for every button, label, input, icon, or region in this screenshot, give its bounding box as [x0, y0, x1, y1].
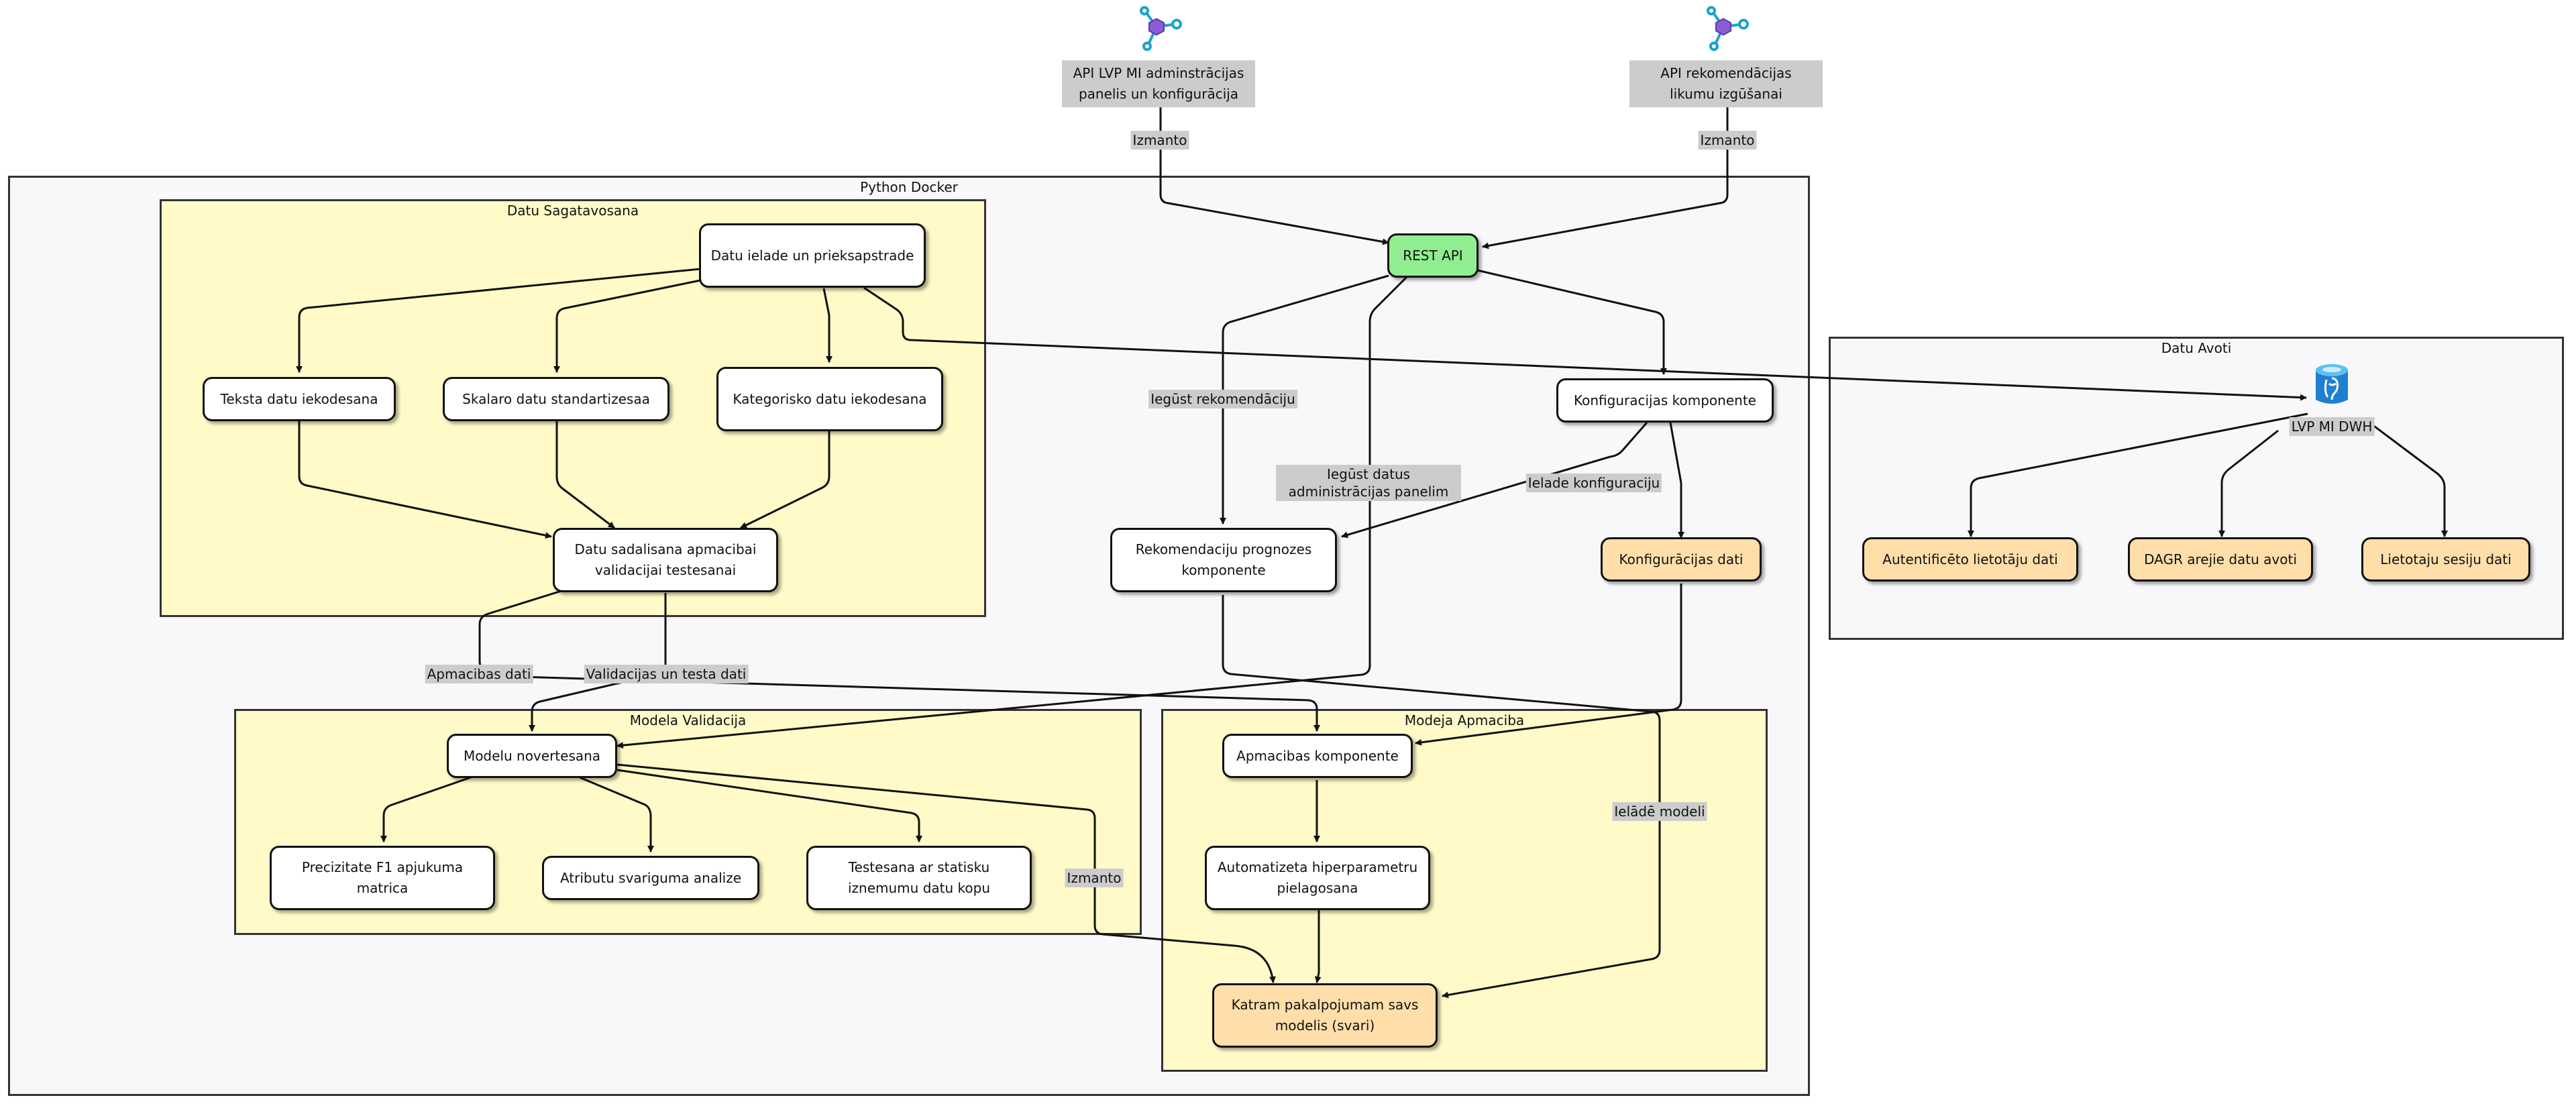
atributu-node[interactable]: Atributu svariguma analize: [542, 856, 759, 900]
kategorisko-node[interactable]: Kategorisko datu iekodesana: [716, 367, 943, 431]
edge-label-apmacibas-dati: Apmacibas dati: [425, 665, 533, 683]
edge-konf-dati-to-apmacibas: [1415, 584, 1682, 746]
edge-konfiguracijas-to-dati: [1669, 422, 1684, 539]
apmacibas-komponente-node[interactable]: Apmacibas komponente: [1222, 734, 1413, 778]
cluster-datu-avoti: Datu Avoti: [1829, 337, 2564, 640]
postgresql-database-icon[interactable]: [2312, 362, 2352, 408]
api-hub-icon: [1134, 5, 1182, 54]
dwh-label: LVP MI DWH: [2289, 417, 2375, 436]
edge-rest-to-rekomendaciju: [1220, 274, 1389, 524]
edge-admin-api-to-rest: [1159, 107, 1389, 245]
edge-label-igust-admin: Iegūst datus administrācijas panelim: [1276, 465, 1461, 501]
edge-label-ielade-modeli: Ielādē modeli: [1612, 802, 1707, 821]
sadalisana-node[interactable]: Datu sadalisana apmacibai validacijai te…: [553, 528, 778, 592]
sesiju-node[interactable]: Lietotaju sesiju dati: [2361, 537, 2530, 582]
edge-modelu-to-katram: [616, 763, 1276, 983]
edge-teksta-to-sadalisana: [298, 421, 552, 539]
edge-automatizeta-to-katram: [1314, 910, 1322, 983]
edge-dwh-to-dagr: [2218, 429, 2279, 537]
edge-skalaro-to-sadalisana: [555, 421, 615, 529]
rekomendaciju-node[interactable]: Rekomendaciju prognozes komponente: [1110, 528, 1337, 592]
skalaro-node[interactable]: Skalaro datu standartizesaa: [443, 377, 669, 421]
edge-label-igust-rekomendaciju: Iegūst rekomendāciju: [1148, 390, 1297, 408]
rest-api-node[interactable]: REST API: [1387, 233, 1479, 278]
edge-label-izmanto: Izmanto: [1065, 869, 1124, 887]
edge-modelu-to-testesana: [616, 769, 922, 842]
edge-label-ielade-konfiguraciju: Ielade konfiguraciju: [1525, 474, 1662, 492]
cluster-title: Modela Validacija: [629, 712, 747, 728]
edge-rekomendaciju-to-katram: [1222, 595, 1661, 999]
testesana-node[interactable]: Testesana ar statisku iznemumu datu kopu: [806, 846, 1032, 910]
edge-rec-api-to-rest: [1482, 107, 1729, 250]
cluster-title: Datu Avoti: [2161, 340, 2232, 356]
edge-sadalisana-apmacibas: [478, 590, 1320, 732]
datu-ielade-node[interactable]: Datu ielade un prieksapstrade: [699, 223, 926, 288]
edge-modelu-to-precizitate: [380, 776, 472, 842]
api-hub-icon: [1701, 5, 1749, 54]
edge-label-izmanto: Izmanto: [1130, 131, 1189, 150]
edge-ielade-to-teksta: [296, 268, 701, 373]
cluster-title: Python Docker: [860, 179, 958, 195]
external-admin-api-label: API LVP MI adminstrācijas panelis un kon…: [1062, 60, 1255, 107]
edge-ielade-to-kategorisko: [822, 288, 833, 363]
automatizeta-node[interactable]: Automatizeta hiperparametru pielagosana: [1205, 846, 1430, 910]
edge-konfiguracijas-to-rekomendaciju: [1341, 422, 1648, 539]
external-rec-api-label: API rekomendācijas likumu izgūšanai: [1629, 60, 1823, 107]
edge-sadalisana-validacijas: [529, 593, 667, 732]
edge-label-validacijas: Validacijas un testa dati: [584, 665, 749, 683]
konfiguracijas-komponente-node[interactable]: Konfiguracijas komponente: [1556, 378, 1774, 423]
katram-node[interactable]: Katram pakalpojumam savs modelis (svari): [1212, 983, 1438, 1048]
teksta-node[interactable]: Teksta datu iekodesana: [203, 377, 396, 421]
cluster-title: Datu Sagatavosana: [506, 203, 639, 219]
edge-ielade-to-dwh: [863, 286, 2307, 401]
dagr-node[interactable]: DAGR arejie datu avoti: [2128, 537, 2313, 582]
edge-modelu-to-atributu: [579, 776, 654, 852]
konfiguracijas-dati-node[interactable]: Konfigurācijas dati: [1601, 537, 1762, 582]
edge-rest-to-konfiguracijas: [1474, 268, 1667, 375]
edge-kategorisko-to-sadalisana: [740, 431, 830, 529]
edge-ielade-to-skalaro: [553, 279, 701, 373]
autentificeto-node[interactable]: Autentificēto lietotāju dati: [1862, 537, 2078, 582]
edge-dwh-to-autentificeto: [1968, 412, 2308, 537]
cluster-title: Modeja Apmaciba: [1404, 712, 1525, 728]
edge-dwh-to-sesiju: [2369, 421, 2448, 537]
precizitate-node[interactable]: Precizitate F1 apjukuma matrica: [270, 846, 495, 910]
edge-label-izmanto: Izmanto: [1698, 131, 1757, 150]
modelu-novertesana-node[interactable]: Modelu novertesana: [447, 734, 617, 778]
